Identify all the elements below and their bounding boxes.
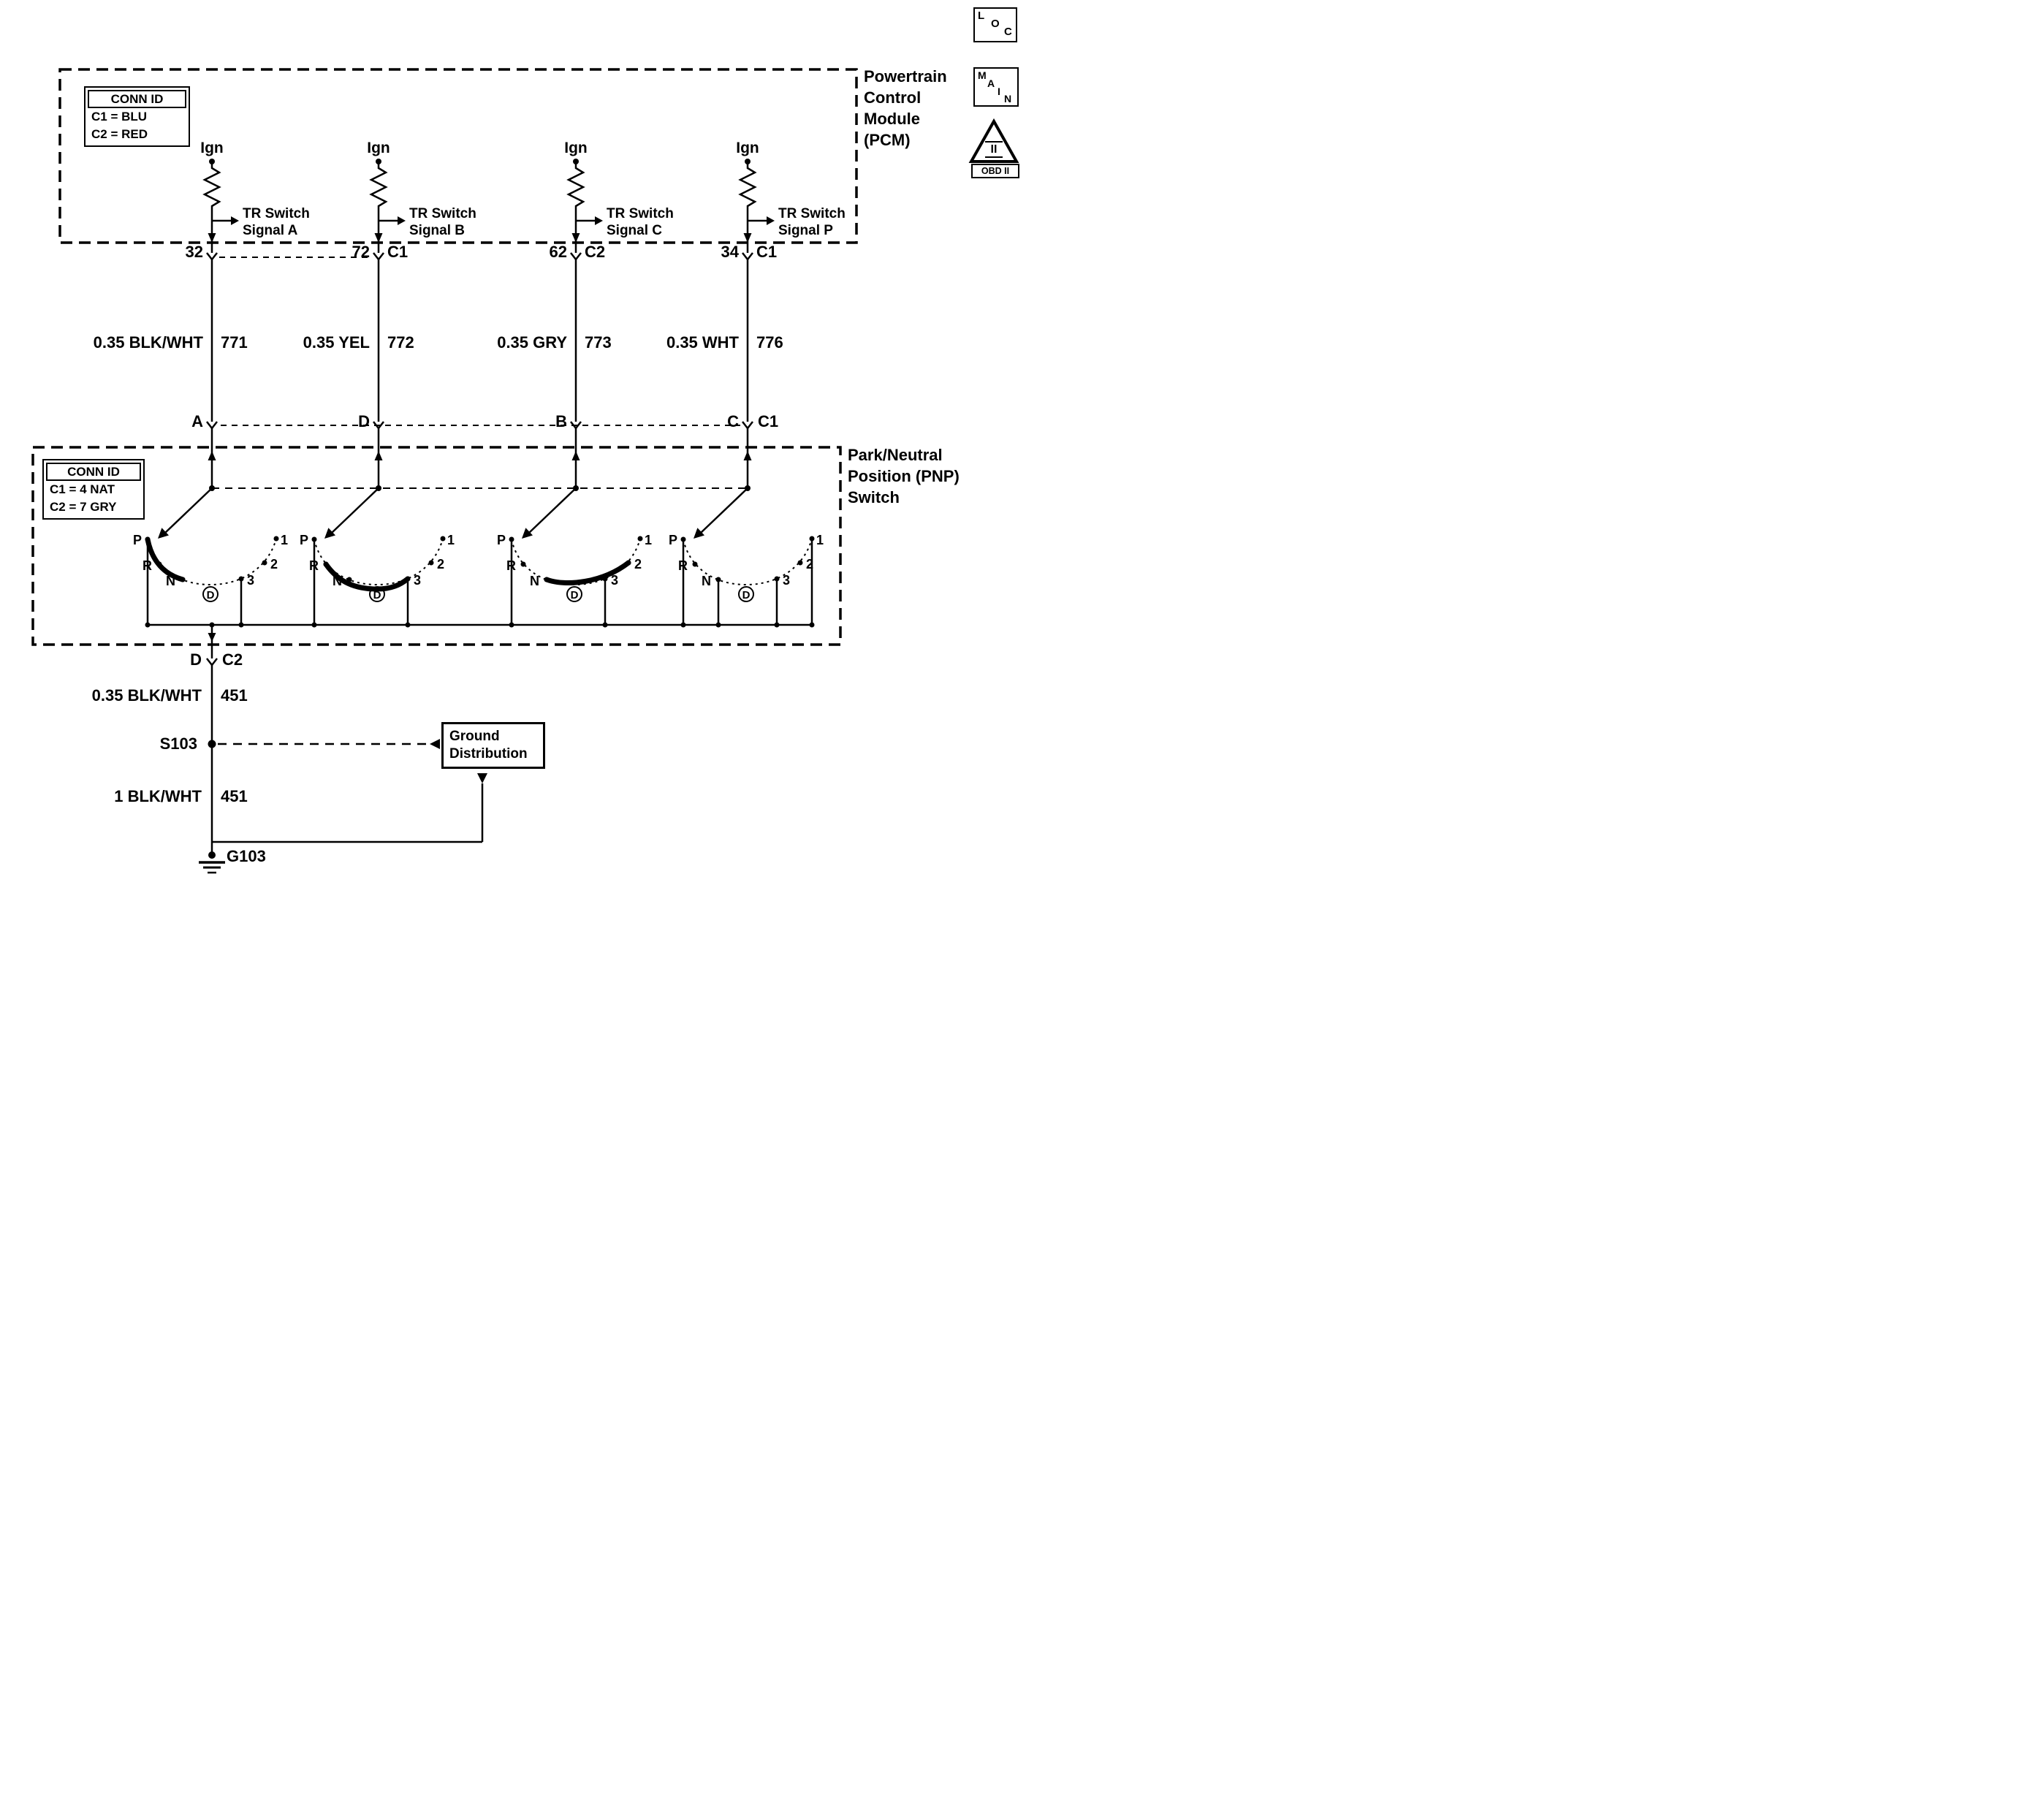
loc-letter: C [1004,26,1012,38]
ground-pin-connector: C2 [222,650,243,669]
tr-signal-line2: Signal B [409,223,466,238]
tr-signal-line1: TR Switch [409,206,476,221]
wire-color-label: 0.35 GRY [497,333,567,352]
pcm-title-line: Control [864,88,922,107]
conn-id-row: C2 = RED [91,127,148,141]
pnp-pin-letter: B [555,412,567,430]
tr-signal-line2: Signal P [778,223,833,238]
wiper-arc-c [544,560,631,585]
splice-dot-s103 [208,740,216,748]
ground-pin-letter: D [190,650,202,669]
pnp-pin-letter: C [727,412,739,430]
pnp-box-outline [31,446,842,646]
wire-color-label: 1 BLK/WHT [114,787,202,805]
pcm-title-line: Powertrain [864,67,947,86]
pcm-pin-number: 32 [185,243,203,261]
wire-circuit-number: 771 [221,333,248,352]
main-letter: I [998,86,1000,97]
conn-id-row: C2 = 7 GRY [50,500,117,514]
tr-signal-line1: TR Switch [778,206,846,221]
tr-signal-label-c: TR Switch Signal C [607,205,674,239]
ground-distribution-line: Distribution [449,746,528,762]
tr-signal-line1: TR Switch [607,206,674,221]
pnp-conn-id-table: CONN ID C1 = 4 NAT C2 = 7 GRY [42,459,145,520]
pnp-title-line: Switch [848,488,900,506]
tr-signal-label-p: TR Switch Signal P [778,205,846,239]
ground-branch-arrow [477,773,487,783]
wiper-arc-a [145,536,186,582]
pcm-pin-number: 34 [721,243,739,261]
wire-circuit-number: 451 [221,787,248,805]
main-letter: M [978,69,987,81]
pcm-pin-number: 62 [549,243,567,261]
tr-signal-line2: Signal A [243,223,298,238]
wire-circuit-number: 451 [221,686,248,705]
ground-distribution-arrow [430,739,440,749]
pcm-title: Powertrain Control Module (PCM) [864,66,947,151]
pcm-title-line: Module [864,110,920,128]
conn-id-row: C1 = BLU [91,110,148,124]
signal-column-p [667,138,825,625]
ground-distribution-box: Ground Distribution [441,722,545,769]
pcm-pin-connector: C1 [756,243,778,261]
pnp-title-line: Position (PNP) [848,467,960,485]
wiring-svg: Ign D P R N 3 2 1 [31,68,1019,874]
main-letter: N [1004,93,1012,105]
wire-color-label: 0.35 WHT [666,333,739,352]
wire-circuit-number: 772 [387,333,414,352]
pcm-pin-connector: C1 [387,243,409,261]
conn-id-header: CONN ID [88,90,186,108]
wire-color-label: 0.35 BLK/WHT [91,686,202,705]
pnp-title: Park/Neutral Position (PNP) Switch [848,444,960,508]
ground-label-g103: G103 [227,847,266,865]
pnp-pin-letter: A [191,412,203,430]
tr-signal-line2: Signal C [607,223,663,238]
tr-signal-label-a: TR Switch Signal A [243,205,310,239]
conn-id-row: C1 = 4 NAT [50,482,115,496]
wire-circuit-number: 773 [585,333,612,352]
main-letter: A [987,77,995,89]
pcm-box-outline [58,68,858,244]
obd2-caption: OBD II [971,164,1019,178]
wire-color-label: 0.35 YEL [303,333,370,352]
conn-id-header: CONN ID [46,463,141,481]
signal-column-a [132,138,289,625]
pnp-title-line: Park/Neutral [848,446,943,464]
pcm-pin-connector: C2 [585,243,606,261]
tr-signal-line1: TR Switch [243,206,310,221]
pnp-pin-letter: D [358,412,370,430]
pnp-pin-connector: C1 [758,412,779,430]
loc-letter: O [991,18,1000,30]
loc-letter: L [978,10,985,22]
wire-color-label: 0.35 BLK/WHT [93,333,203,352]
signal-column-c [495,138,653,625]
wiring-diagram: Ign D P R N 3 2 1 [0,0,1023,906]
pcm-conn-id-table: CONN ID C1 = BLU C2 = RED [84,86,190,147]
ground-symbol-g103 [199,851,225,874]
main-icon: M A I N [973,67,1019,107]
splice-label-s103: S103 [159,734,197,753]
obd2-triangle-icon [968,118,1019,163]
obd2-roman-numeral: II [985,141,1003,158]
wiper-arc-b [323,561,411,592]
ground-output-path [205,625,487,853]
pnp-ground-rail [145,622,815,628]
signal-column-b [298,138,456,625]
pcm-title-line: (PCM) [864,131,911,149]
pcm-pin-number: 72 [352,243,370,261]
wire-circuit-number: 776 [756,333,783,352]
ground-distribution-line: Ground [449,729,500,744]
loc-icon: L O C [973,7,1017,42]
tr-signal-label-b: TR Switch Signal B [409,205,476,239]
